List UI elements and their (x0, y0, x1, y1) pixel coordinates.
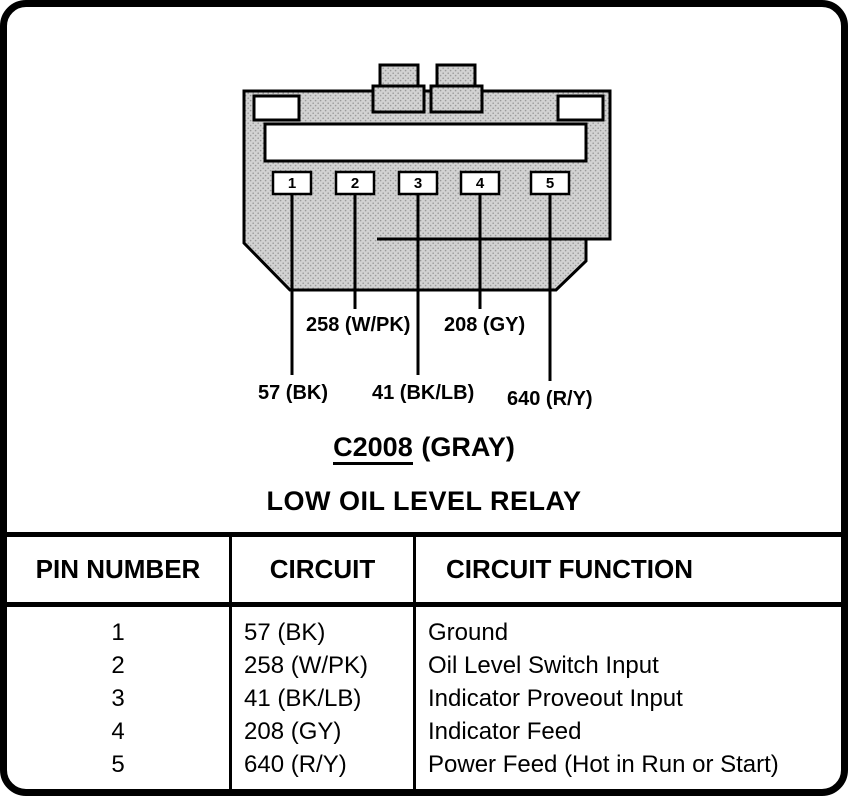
pin-number-2: 2 (351, 175, 359, 192)
pin-number-3: 3 (414, 175, 422, 192)
function-cell: Oil Level Switch Input (428, 652, 659, 679)
connector-color-label: (GRAY) (421, 432, 515, 462)
terminal-slot (263, 122, 588, 163)
function-cell: Ground (428, 619, 509, 646)
pin-cell: 2 (111, 652, 125, 679)
latch-tab-top-left (378, 63, 420, 89)
pin-number-5: 5 (546, 175, 554, 192)
wire-label-3: 41 (BK/LB) (372, 382, 474, 404)
header-circuit: CIRCUIT (232, 537, 413, 607)
pin-cell: 5 (111, 751, 125, 778)
pin-cell: 3 (111, 685, 125, 712)
circuit-cell: 208 (GY) (244, 718, 342, 745)
function-cell: Indicator Feed (428, 718, 582, 745)
latch-tab-top-right (435, 63, 477, 89)
header-pin-number: PIN NUMBER (7, 537, 229, 607)
pin-box-2 (334, 170, 376, 196)
circuit-cell: 41 (BK/LB) (244, 685, 362, 712)
pin-box-5 (529, 170, 571, 196)
circuit-cell: 258 (W/PK) (244, 652, 369, 679)
column-pin-number: PIN NUMBER 1 2 3 4 5 (7, 537, 229, 789)
connector-diagram: 1 2 3 4 5 258 (W/PK) 208 (GY) 57 (BK) 41… (242, 63, 612, 410)
function-cell: Indicator Proveout Input (428, 685, 683, 712)
mounting-slot-left (252, 94, 301, 122)
pin-box-4 (459, 170, 501, 196)
function-cells: Ground Oil Level Switch Input Indicator … (416, 607, 841, 781)
circuit-cell: 640 (R/Y) (244, 751, 347, 778)
header-circuit-function: CIRCUIT FUNCTION (416, 537, 841, 607)
connector-title: C2008 (GRAY) (7, 429, 841, 465)
function-cell: Power Feed (Hot in Run or Start) (428, 751, 779, 778)
pin-cell: 4 (111, 718, 125, 745)
wire-label-5: 640 (R/Y) (507, 388, 593, 410)
column-circuit: CIRCUIT 57 (BK) 258 (W/PK) 41 (BK/LB) 20… (229, 537, 413, 789)
pinout-table: PIN NUMBER 1 2 3 4 5 CIRCUIT 57 (BK) 258… (7, 532, 841, 789)
pin-number-4: 4 (476, 175, 485, 192)
pin-box-1 (271, 170, 313, 196)
connector-id: C2008 (333, 432, 413, 465)
pin-number-1: 1 (288, 175, 296, 192)
latch-base-left (371, 84, 426, 114)
wire-label-2: 258 (W/PK) (306, 314, 410, 336)
diagram-subtitle: LOW OIL LEVEL RELAY (266, 486, 582, 516)
pin-cell: 1 (111, 619, 125, 646)
circuit-cell: 57 (BK) (244, 619, 326, 646)
wire-label-4: 208 (GY) (444, 314, 525, 336)
pin-box-3 (397, 170, 439, 196)
latch-base-right (429, 84, 484, 114)
circuit-cells: 57 (BK) 258 (W/PK) 41 (BK/LB) 208 (GY) 6… (232, 607, 413, 781)
wire-label-1: 57 (BK) (258, 382, 328, 404)
pin-number-cells: 1 2 3 4 5 (7, 607, 229, 781)
mounting-slot-right (556, 94, 605, 122)
column-circuit-function: CIRCUIT FUNCTION Ground Oil Level Switch… (413, 537, 841, 789)
